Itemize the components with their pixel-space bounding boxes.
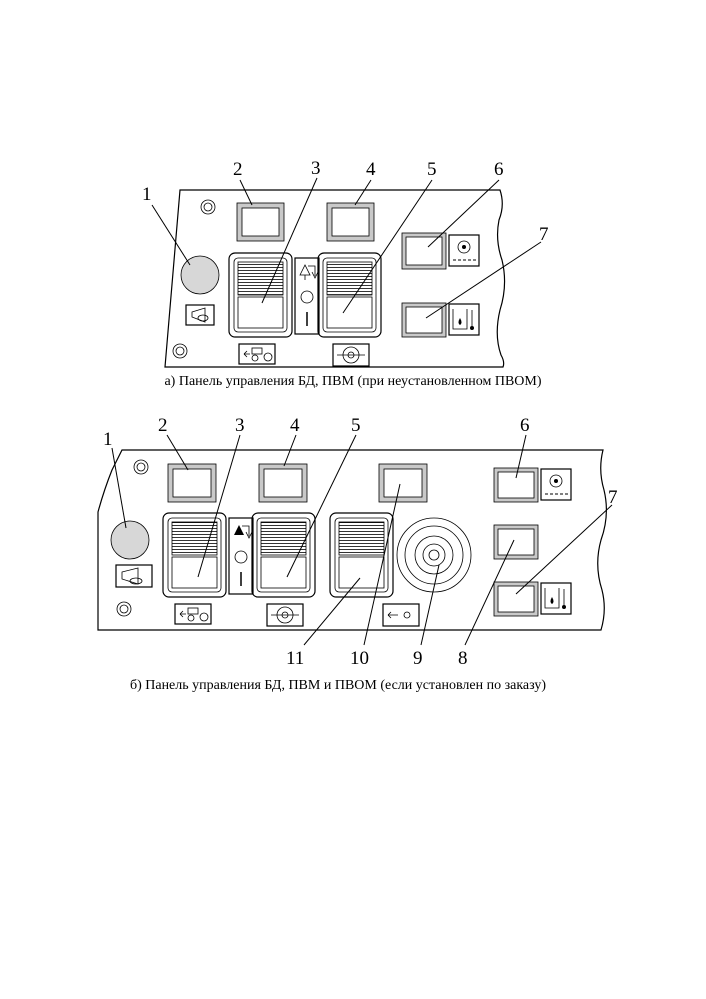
rocker-switch-3[interactable] [228, 252, 293, 338]
rocker-switch-5[interactable] [317, 252, 382, 338]
screw [172, 343, 188, 359]
panel-b-outline [97, 449, 607, 631]
screw [200, 199, 216, 215]
indicator-lamp-7 [401, 302, 447, 338]
front-axle-icon [332, 343, 370, 367]
joystick[interactable] [396, 517, 472, 593]
panel-b: 1 2 3 4 5 6 7 11 10 9 8 б) Панель управл… [97, 415, 618, 693]
horn-button[interactable] [110, 520, 150, 560]
panel-a-outline [164, 189, 506, 368]
callout-b-10: 10 [350, 648, 369, 669]
indicator-lamp-2 [167, 463, 217, 503]
leader-lines-a [151, 177, 542, 319]
rocker-switch-11[interactable] [329, 512, 394, 598]
caption-a: а) Панель управления БД, ПВМ (при неуста… [164, 374, 541, 389]
indicator-lamp-4 [258, 463, 308, 503]
indicator-lamp-2 [236, 202, 285, 242]
horn-icon [115, 564, 153, 588]
caption-b: б) Панель управления БД, ПВМ и ПВОМ (есл… [130, 678, 546, 693]
oil-temperature-icon [540, 582, 572, 615]
callout-a-2: 2 [233, 159, 243, 180]
callout-a-7: 7 [539, 224, 549, 245]
rocker-switch-5[interactable] [251, 512, 316, 598]
horn-icon [185, 304, 215, 326]
front-axle-icon [266, 603, 304, 627]
oil-pressure-icon [448, 234, 480, 267]
tractor-icon [238, 343, 276, 365]
callout-a-3: 3 [311, 158, 321, 179]
screw [133, 459, 149, 475]
callout-b-8: 8 [458, 648, 468, 669]
switch-arrows-icon [228, 517, 254, 595]
callout-b-11: 11 [286, 648, 304, 669]
rocker-switch-3[interactable] [162, 512, 227, 598]
indicator-lamp-8 [493, 524, 539, 560]
horn-button[interactable] [180, 255, 220, 295]
callout-b-5: 5 [351, 415, 361, 436]
indicator-lamp-10 [378, 463, 428, 503]
callout-b-4: 4 [290, 415, 300, 436]
callout-a-4: 4 [366, 159, 376, 180]
oil-pressure-icon [540, 468, 572, 501]
tractor-icon [174, 603, 212, 625]
callout-b-6: 6 [520, 415, 530, 436]
callout-a-6: 6 [494, 159, 504, 180]
leader-lines-b [111, 434, 613, 646]
callout-b-2: 2 [158, 415, 168, 436]
callout-a-1: 1 [142, 184, 152, 205]
callout-b-9: 9 [413, 648, 423, 669]
callout-b-3: 3 [235, 415, 245, 436]
callout-b-1: 1 [103, 429, 113, 450]
indicator-lamp-7 [493, 581, 539, 617]
screw [116, 601, 132, 617]
panel-a: 1 2 3 4 5 6 7 а) Панель управления БД, П… [142, 158, 549, 389]
callout-a-5: 5 [427, 159, 437, 180]
indicator-lamp-6 [493, 467, 539, 503]
callout-b-7: 7 [608, 487, 618, 508]
indicator-lamp-4 [326, 202, 375, 242]
switch-arrows-icon [294, 257, 320, 335]
indicator-lamp-6 [401, 232, 447, 270]
oil-temperature-icon [448, 303, 480, 336]
pto-icon [382, 603, 420, 627]
